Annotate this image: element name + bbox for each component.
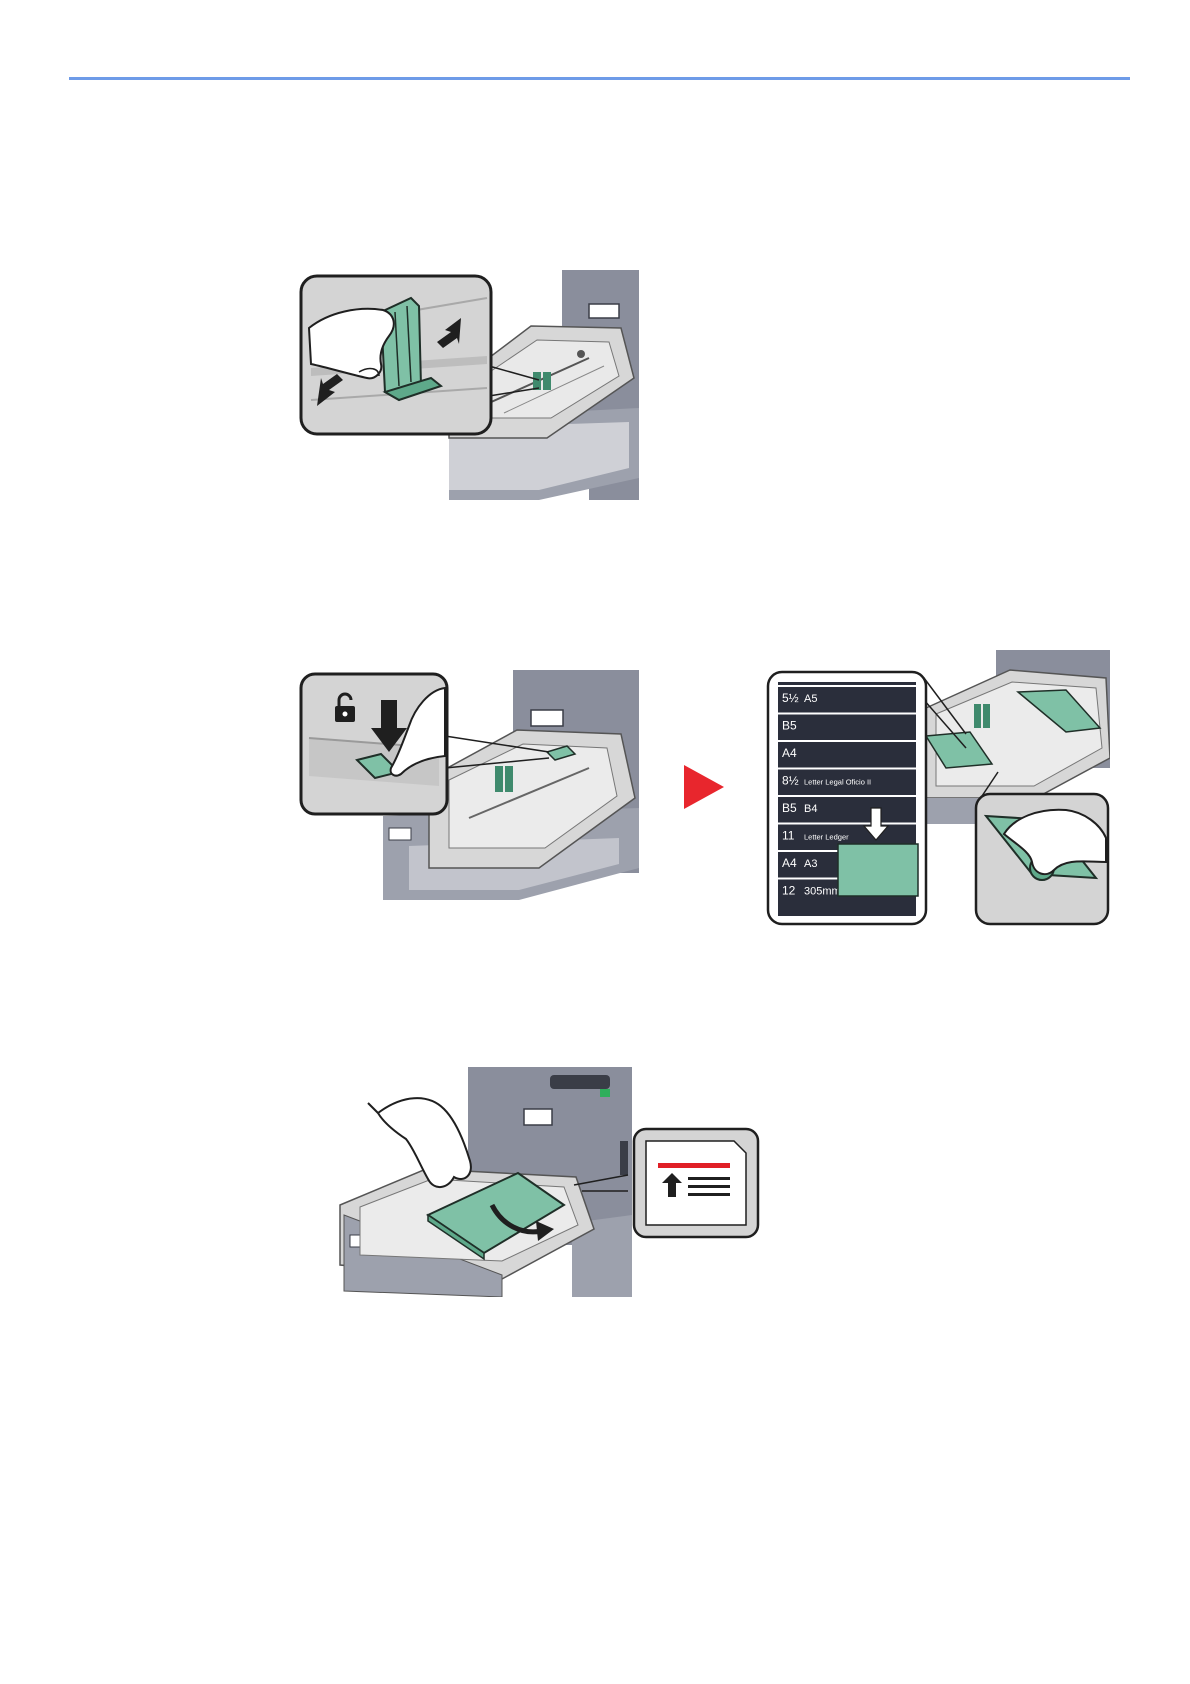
callout-load-limit bbox=[632, 1127, 760, 1239]
length-guide-icon bbox=[545, 745, 577, 761]
size-label-tag: 305mm bbox=[804, 886, 841, 898]
size-label-tag: A3 bbox=[804, 858, 817, 870]
size-label-tag: A5 bbox=[804, 693, 817, 705]
callout-lock-lever bbox=[299, 672, 449, 816]
callout-leader bbox=[444, 735, 550, 753]
size-label-main: A4 bbox=[782, 856, 797, 870]
next-step-arrow-icon bbox=[684, 765, 724, 809]
callout-leader bbox=[923, 677, 967, 735]
callout-leader bbox=[573, 1174, 629, 1186]
callout-leader bbox=[488, 365, 540, 381]
size-label-tag: B4 bbox=[804, 803, 817, 815]
size-label-main: 8½ bbox=[782, 774, 799, 788]
callout-width-guide bbox=[299, 274, 493, 436]
size-label-tag: Letter Legal Oficio II bbox=[804, 778, 871, 787]
hand-icon bbox=[389, 686, 446, 777]
paper-tray bbox=[448, 325, 635, 439]
hand-icon bbox=[1002, 808, 1107, 876]
size-label-main: 12 bbox=[782, 884, 796, 898]
header-rule bbox=[69, 77, 1130, 80]
figure-release-length-guide bbox=[299, 670, 639, 900]
size-label-main: A4 bbox=[782, 746, 797, 760]
callout-length-guide bbox=[974, 792, 1110, 926]
down-arrow-icon bbox=[862, 807, 890, 841]
paper-stack-icon bbox=[837, 843, 919, 897]
hand-icon bbox=[307, 307, 395, 380]
size-label-main: 5½ bbox=[782, 691, 799, 705]
size-label-tag: Letter Ledger bbox=[804, 833, 849, 842]
hand-icon bbox=[367, 1097, 472, 1188]
size-label-main: B5 bbox=[782, 719, 797, 733]
squeeze-arrows-icon bbox=[317, 318, 461, 406]
printer-body bbox=[924, 650, 1110, 824]
figure-load-paper bbox=[339, 1067, 760, 1297]
unlock-icon bbox=[335, 692, 355, 722]
size-label-main: B5 bbox=[782, 801, 797, 815]
figure-adjust-width-guides bbox=[299, 270, 639, 500]
down-arrow-icon bbox=[371, 700, 407, 752]
load-limit-icon bbox=[658, 1163, 730, 1197]
size-label-main: 11 bbox=[782, 829, 795, 843]
load-direction-arrow bbox=[489, 1203, 543, 1235]
